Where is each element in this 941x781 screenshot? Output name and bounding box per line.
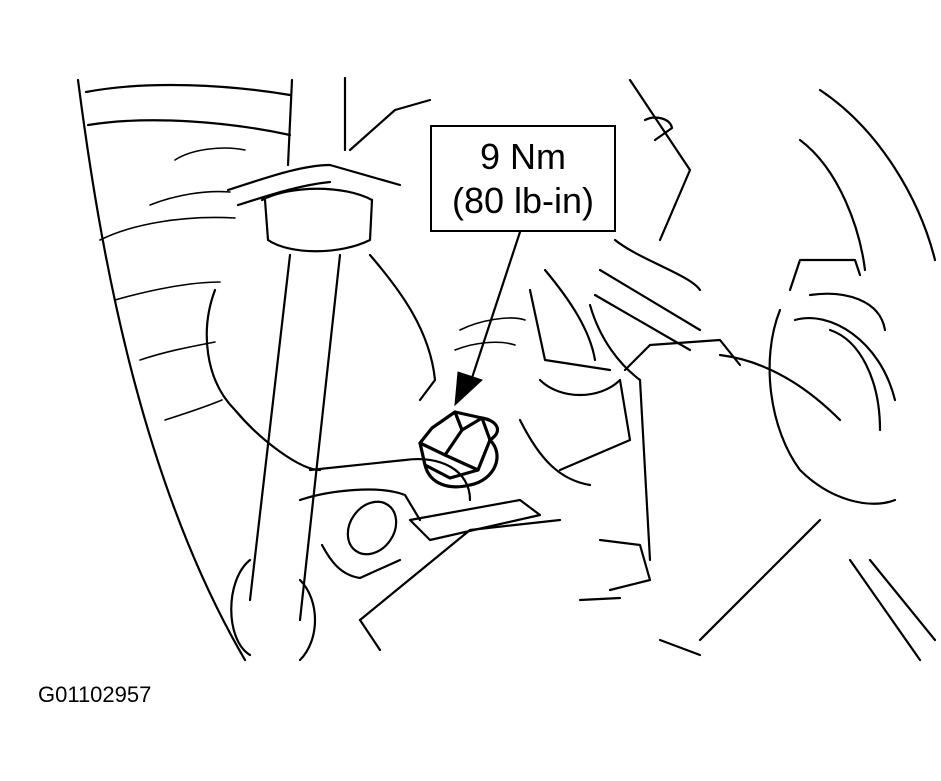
- strut-rod: [226, 76, 432, 662]
- figure-id: G01102957: [38, 682, 152, 707]
- torque-lbin-value: (80 lb-in): [451, 179, 595, 221]
- torque-nm-value: 9 Nm: [479, 135, 566, 177]
- knuckle-body: [205, 253, 562, 652]
- torque-callout: 9 Nm (80 lb-in): [430, 125, 616, 232]
- bolt-hex-head: [418, 410, 500, 489]
- brake-disc-arcs: [76, 78, 292, 662]
- leader-arrow: [454, 230, 522, 407]
- caliper-assembly: [518, 78, 937, 662]
